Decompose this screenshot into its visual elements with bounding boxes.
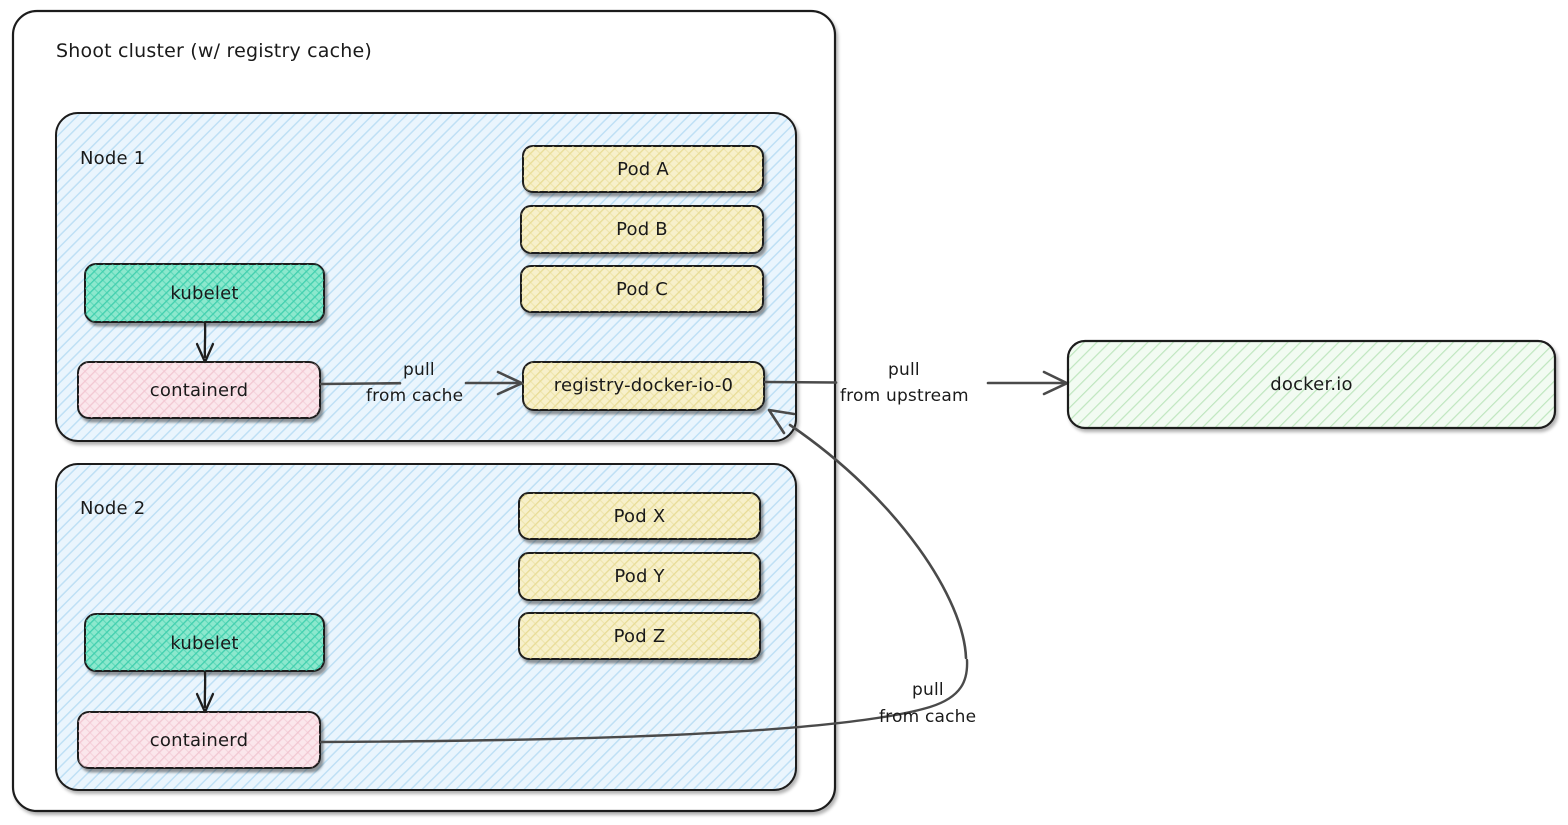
edge-label-pull-cache-1-line2: from cache (366, 386, 464, 406)
pod-y-label: Pod Y (614, 566, 665, 587)
pod-x-box[interactable] (518, 492, 761, 540)
pod-b-label: Pod B (616, 219, 668, 240)
containerd-1-box[interactable] (77, 361, 321, 419)
pod-y-box[interactable] (518, 552, 761, 601)
docker-io-box[interactable] (1066, 339, 1557, 430)
edge-label-pull-upstream-line2: from upstream (840, 386, 969, 406)
edge-label-pull-cache-2-line2: from cache (879, 707, 977, 727)
node-1-label: Node 1 (80, 148, 146, 169)
kubelet-2-label: kubelet (170, 633, 239, 654)
pod-a-box[interactable] (522, 145, 764, 193)
pod-a-label: Pod A (617, 159, 669, 180)
pod-b-box[interactable] (520, 205, 764, 254)
arrow-kubelet2-to-containerd2 (195, 670, 215, 714)
containerd-1-label: containerd (149, 380, 249, 401)
kubelet-1-label: kubelet (170, 283, 239, 304)
pod-c-label: Pod C (616, 279, 668, 300)
containerd-2-label: containerd (149, 730, 249, 751)
arrow-kubelet1-to-containerd1 (195, 321, 215, 364)
arrow-containerd2-to-cache (319, 408, 969, 744)
kubelet-2-box[interactable] (84, 613, 325, 672)
shoot-cluster-title: Shoot cluster (w/ registry cache) (56, 40, 373, 62)
edge-label-pull-cache-1-line1: pull (403, 360, 435, 380)
registry-cache-box[interactable] (522, 361, 765, 411)
docker-io-label: docker.io (1270, 374, 1353, 395)
registry-cache-label: registry-docker-io-0 (553, 375, 734, 396)
pod-c-box[interactable] (520, 265, 764, 313)
node-2-label: Node 2 (80, 498, 146, 519)
pod-z-box[interactable] (518, 612, 761, 660)
edge-label-pull-cache-2-line1: pull (912, 680, 944, 700)
kubelet-1-box[interactable] (84, 263, 325, 323)
pod-z-label: Pod Z (613, 626, 666, 647)
node-2-box (55, 463, 797, 791)
arrow-containerd1-to-cache (319, 370, 524, 396)
pod-x-label: Pod X (613, 506, 666, 527)
node-1-box (55, 112, 797, 442)
containerd-2-box[interactable] (77, 711, 321, 769)
edge-label-pull-upstream-line1: pull (888, 360, 920, 380)
